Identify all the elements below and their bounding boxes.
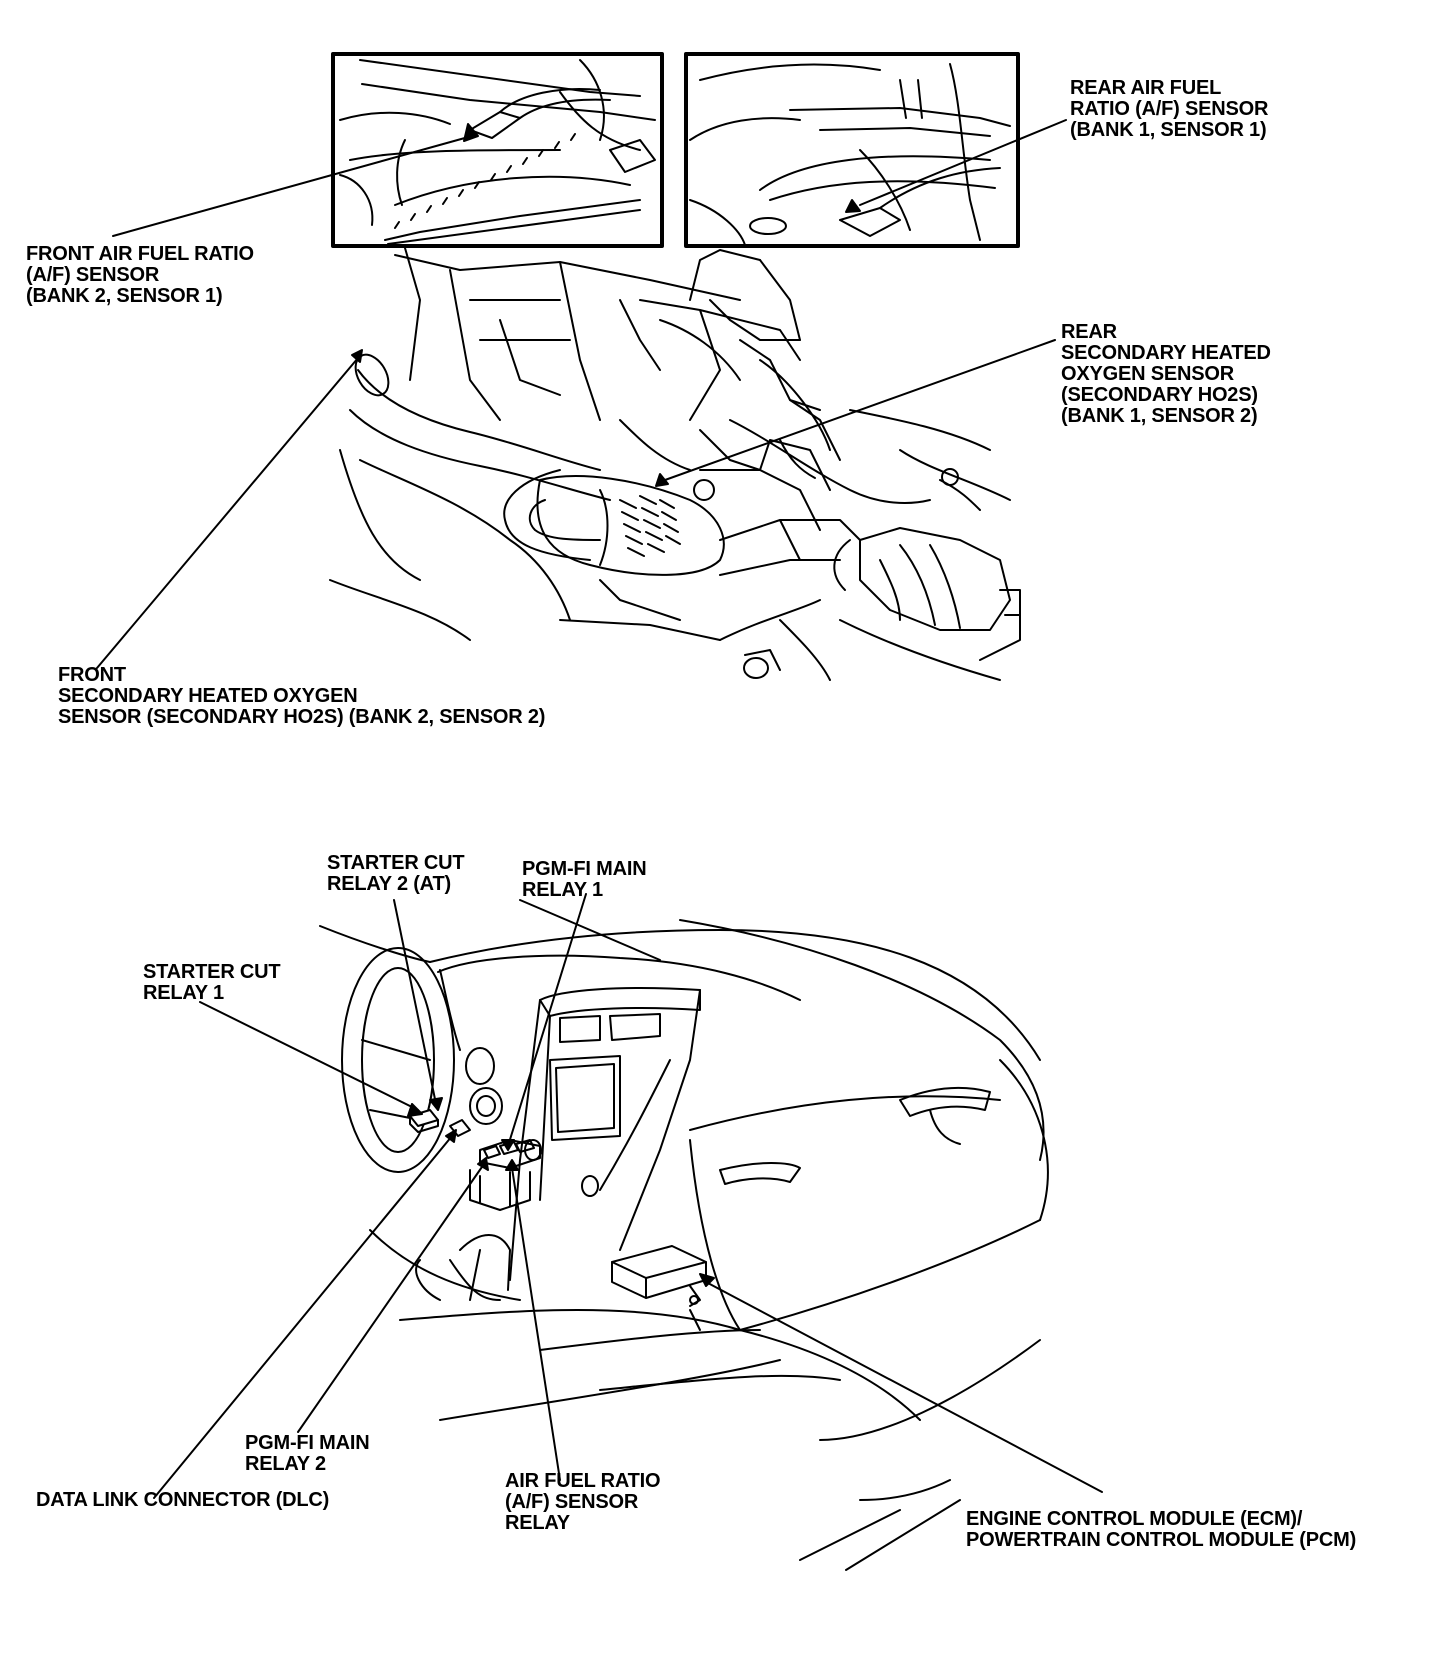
label-ecm-pcm: ENGINE CONTROL MODULE (ECM)/ POWERTRAIN … xyxy=(966,1508,1357,1551)
label-rear-secondary-ho2s: REAR SECONDARY HEATED OXYGEN SENSOR (SEC… xyxy=(1061,321,1271,427)
inset-rear-af-sensor xyxy=(684,52,1020,248)
inset-front-af-sensor xyxy=(331,52,664,248)
leader-lines-bottom xyxy=(153,893,1103,1499)
label-starter-cut-relay-2: STARTER CUT RELAY 2 (AT) xyxy=(327,852,465,895)
label-front-af-sensor: FRONT AIR FUEL RATIO (A/F) SENSOR (BANK … xyxy=(26,243,254,307)
label-data-link-connector: DATA LINK CONNECTOR (DLC) xyxy=(36,1489,330,1511)
label-front-secondary-ho2s: FRONT SECONDARY HEATED OXYGEN SENSOR (SE… xyxy=(58,664,546,728)
label-rear-af-sensor: REAR AIR FUEL RATIO (A/F) SENSOR (BANK 1… xyxy=(1070,77,1269,141)
label-af-sensor-relay: AIR FUEL RATIO (A/F) SENSOR RELAY xyxy=(505,1470,661,1534)
label-starter-cut-relay-1: STARTER CUT RELAY 1 xyxy=(143,961,281,1004)
label-pgmfi-main-relay-2: PGM-FI MAIN RELAY 2 xyxy=(245,1432,370,1475)
dashboard-illustration xyxy=(319,899,1049,1571)
engine-exhaust-illustration xyxy=(329,247,1021,681)
label-pgmfi-main-relay-1: PGM-FI MAIN RELAY 1 xyxy=(522,858,647,901)
leader-lines-top xyxy=(96,119,1067,669)
